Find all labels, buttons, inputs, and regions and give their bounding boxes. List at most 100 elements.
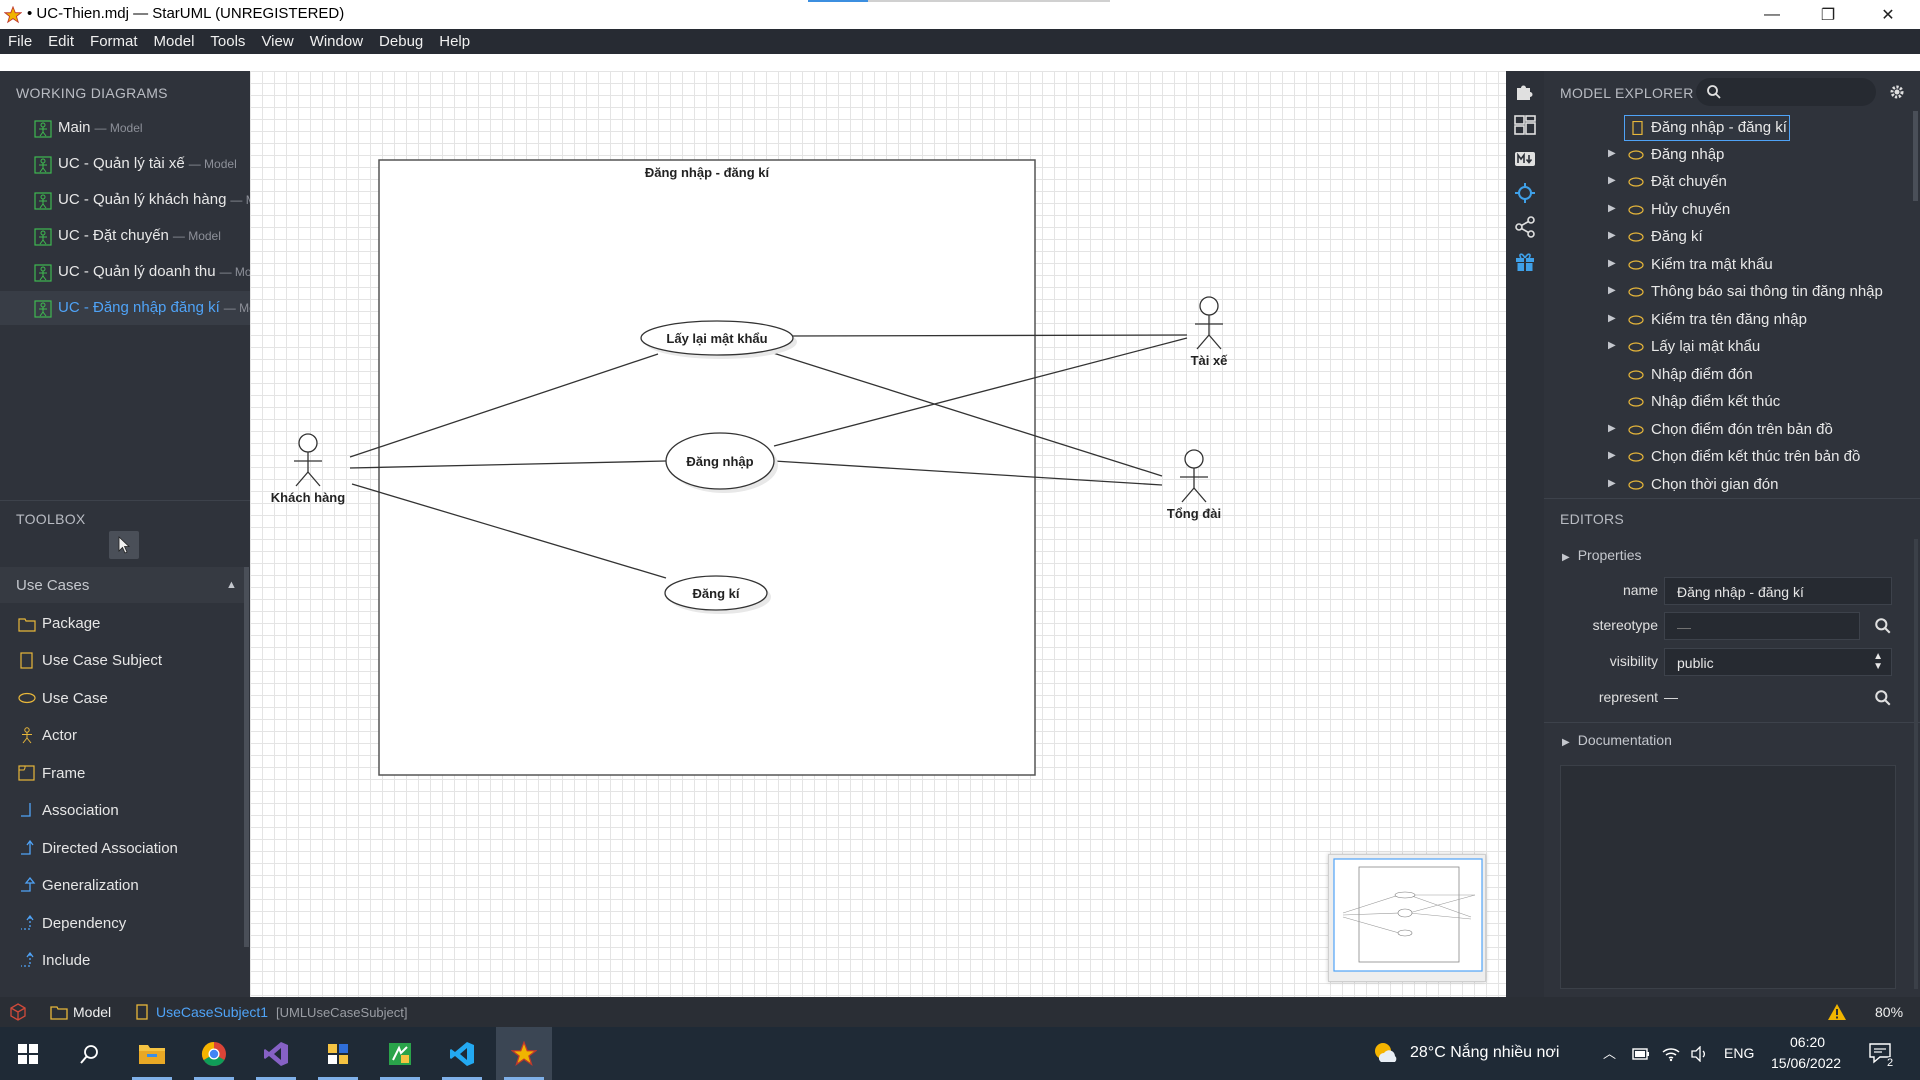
name-field[interactable]: Đăng nhập - đăng kí	[1664, 577, 1892, 605]
search-icon[interactable]	[1874, 689, 1892, 707]
expand-icon[interactable]: ▶	[1608, 423, 1616, 434]
weather-text[interactable]: 28°C Nắng nhiều nơi	[1410, 1044, 1560, 1061]
clock-time[interactable]: 06:20	[1790, 1034, 1826, 1050]
expand-icon[interactable]: ▶	[1608, 478, 1616, 489]
status-element-name[interactable]: UseCaseSubject1	[156, 1004, 269, 1020]
actor-tong-dai[interactable]: Tổng đài	[1167, 449, 1221, 521]
taskbar-visual-studio[interactable]	[248, 1027, 304, 1080]
tool-include[interactable]: Include	[0, 943, 244, 979]
status-model[interactable]: Model	[73, 1004, 112, 1020]
working-diagram-item[interactable]: UC - Quản lý tài xế— Model	[0, 147, 250, 181]
share-button[interactable]	[1513, 215, 1537, 239]
menu-file[interactable]: File	[8, 33, 33, 50]
tree-item[interactable]: ▶Đăng nhập	[1544, 142, 1914, 169]
tool-use-case[interactable]: Use Case	[0, 681, 244, 717]
toolbox-scrollbar[interactable]	[244, 567, 249, 947]
working-diagram-item-active[interactable]: UC - Đăng nhập đăng kí— Mo	[0, 291, 250, 325]
expand-icon[interactable]: ▶	[1608, 258, 1616, 269]
taskbar-staruml[interactable]	[496, 1027, 552, 1080]
menu-view[interactable]: View	[261, 33, 294, 50]
minimize-button[interactable]: —	[1764, 5, 1780, 23]
weather-icon[interactable]	[1372, 1040, 1400, 1066]
markdown-button[interactable]	[1513, 147, 1537, 171]
tree-item[interactable]: ▶Thông báo sai thông tin đăng nhập	[1544, 279, 1914, 306]
tool-generalization[interactable]: Generalization	[0, 868, 244, 904]
taskbar-file-explorer[interactable]	[124, 1027, 180, 1080]
association-line[interactable]	[769, 351, 1163, 477]
expand-icon[interactable]: ▶	[1608, 340, 1616, 351]
tool-use-case-subject[interactable]: Use Case Subject	[0, 643, 244, 679]
tree-item[interactable]: ▶Đặt chuyến	[1544, 169, 1914, 196]
expand-icon[interactable]: ▶	[1608, 148, 1616, 159]
association-line[interactable]	[773, 337, 1188, 447]
volume-icon[interactable]	[1690, 1046, 1708, 1062]
taskbar-app[interactable]	[310, 1027, 366, 1080]
menu-edit[interactable]: Edit	[48, 33, 75, 50]
expand-icon[interactable]: ▶	[1608, 285, 1616, 296]
toolbox-section-header[interactable]: Use Cases ▲	[0, 567, 244, 603]
close-button[interactable]: ✕	[1881, 6, 1895, 24]
cube-icon[interactable]	[9, 1003, 27, 1021]
tree-item[interactable]: ▶Chọn điểm đón trên bản đồ	[1544, 417, 1914, 444]
tool-actor[interactable]: Actor	[0, 718, 244, 754]
association-line[interactable]	[789, 334, 1188, 337]
diagram-minimap[interactable]	[1328, 854, 1486, 982]
tool-association[interactable]: Association	[0, 793, 244, 829]
documentation-textarea[interactable]	[1560, 765, 1896, 989]
explorer-scrollbar[interactable]	[1913, 111, 1918, 201]
association-line[interactable]	[773, 460, 1163, 486]
working-diagram-item[interactable]: UC - Quản lý khách hàng— M	[0, 183, 250, 217]
taskbar-search-button[interactable]	[62, 1027, 118, 1080]
visibility-select[interactable]: public▲▼	[1664, 648, 1892, 676]
clock-date[interactable]: 15/06/2022	[1771, 1055, 1842, 1071]
use-case-lay-lai-mat-khau[interactable]: Lấy lại mật khẩu	[640, 320, 797, 359]
taskbar-chrome[interactable]	[186, 1027, 242, 1080]
model-search-input[interactable]	[1696, 78, 1876, 106]
working-diagram-item[interactable]: UC - Đặt chuyến— Model	[0, 219, 250, 253]
tree-item[interactable]: Nhập điểm kết thúc	[1544, 389, 1914, 416]
actor-khach-hang[interactable]: Khách hàng	[271, 433, 345, 505]
working-diagram-item[interactable]: Main— Model	[0, 111, 250, 145]
editors-scrollbar[interactable]	[1914, 539, 1918, 989]
layout-button[interactable]	[1513, 113, 1537, 137]
tree-item[interactable]: ▶Hủy chuyến	[1544, 197, 1914, 224]
taskbar-app-2[interactable]	[372, 1027, 428, 1080]
tree-item-subject[interactable]: Đăng nhập - đăng kí	[1544, 115, 1914, 142]
expand-icon[interactable]: ▶	[1608, 230, 1616, 241]
tool-directed-association[interactable]: Directed Association	[0, 831, 244, 867]
actor-tai-xe[interactable]: Tài xế	[1191, 296, 1229, 368]
stereotype-field[interactable]: —	[1664, 612, 1860, 640]
gear-icon[interactable]	[1888, 83, 1906, 101]
menu-model[interactable]: Model	[153, 33, 195, 50]
tree-item[interactable]: ▶Kiểm tra tên đăng nhập	[1544, 307, 1914, 334]
use-case-dang-ki[interactable]: Đăng kí	[664, 575, 771, 614]
tree-item[interactable]: ▶Chọn thời gian đón	[1544, 472, 1914, 494]
menu-tools[interactable]: Tools	[210, 33, 246, 50]
menu-window[interactable]: Window	[309, 33, 364, 50]
menu-help[interactable]: Help	[439, 33, 471, 50]
association-line[interactable]	[351, 483, 667, 579]
association-line[interactable]	[349, 460, 667, 469]
menu-format[interactable]: Format	[90, 33, 138, 50]
tree-item[interactable]: Nhập điểm đón	[1544, 362, 1914, 389]
tree-item[interactable]: ▶Kiểm tra mật khẩu	[1544, 252, 1914, 279]
expand-icon[interactable]: ▶	[1608, 450, 1616, 461]
expand-icon[interactable]: ▶	[1608, 203, 1616, 214]
extensions-button[interactable]	[1513, 79, 1537, 103]
tray-chevron-icon[interactable]: ︿	[1603, 1046, 1617, 1061]
language-indicator[interactable]: ENG	[1724, 1045, 1755, 1061]
zoom-level[interactable]: 80%	[1875, 1004, 1904, 1020]
tree-item[interactable]: ▶Lấy lại mật khẩu	[1544, 334, 1914, 361]
tree-item[interactable]: ▶Đăng kí	[1544, 224, 1914, 251]
association-line[interactable]	[349, 353, 659, 458]
navigator-button[interactable]	[1513, 181, 1537, 205]
battery-icon[interactable]	[1632, 1047, 1650, 1061]
gift-button[interactable]	[1513, 249, 1537, 273]
documentation-section[interactable]: ▶Documentation	[1562, 732, 1672, 748]
taskbar-vscode[interactable]	[434, 1027, 490, 1080]
properties-section[interactable]: ▶Properties	[1562, 547, 1642, 563]
tool-frame[interactable]: Frame	[0, 756, 244, 792]
diagram-canvas[interactable]: Đăng nhập - đăng kí Lấy lại mật khẩu Đăn…	[250, 71, 1506, 997]
expand-icon[interactable]: ▶	[1608, 313, 1616, 324]
start-button[interactable]	[0, 1027, 56, 1080]
